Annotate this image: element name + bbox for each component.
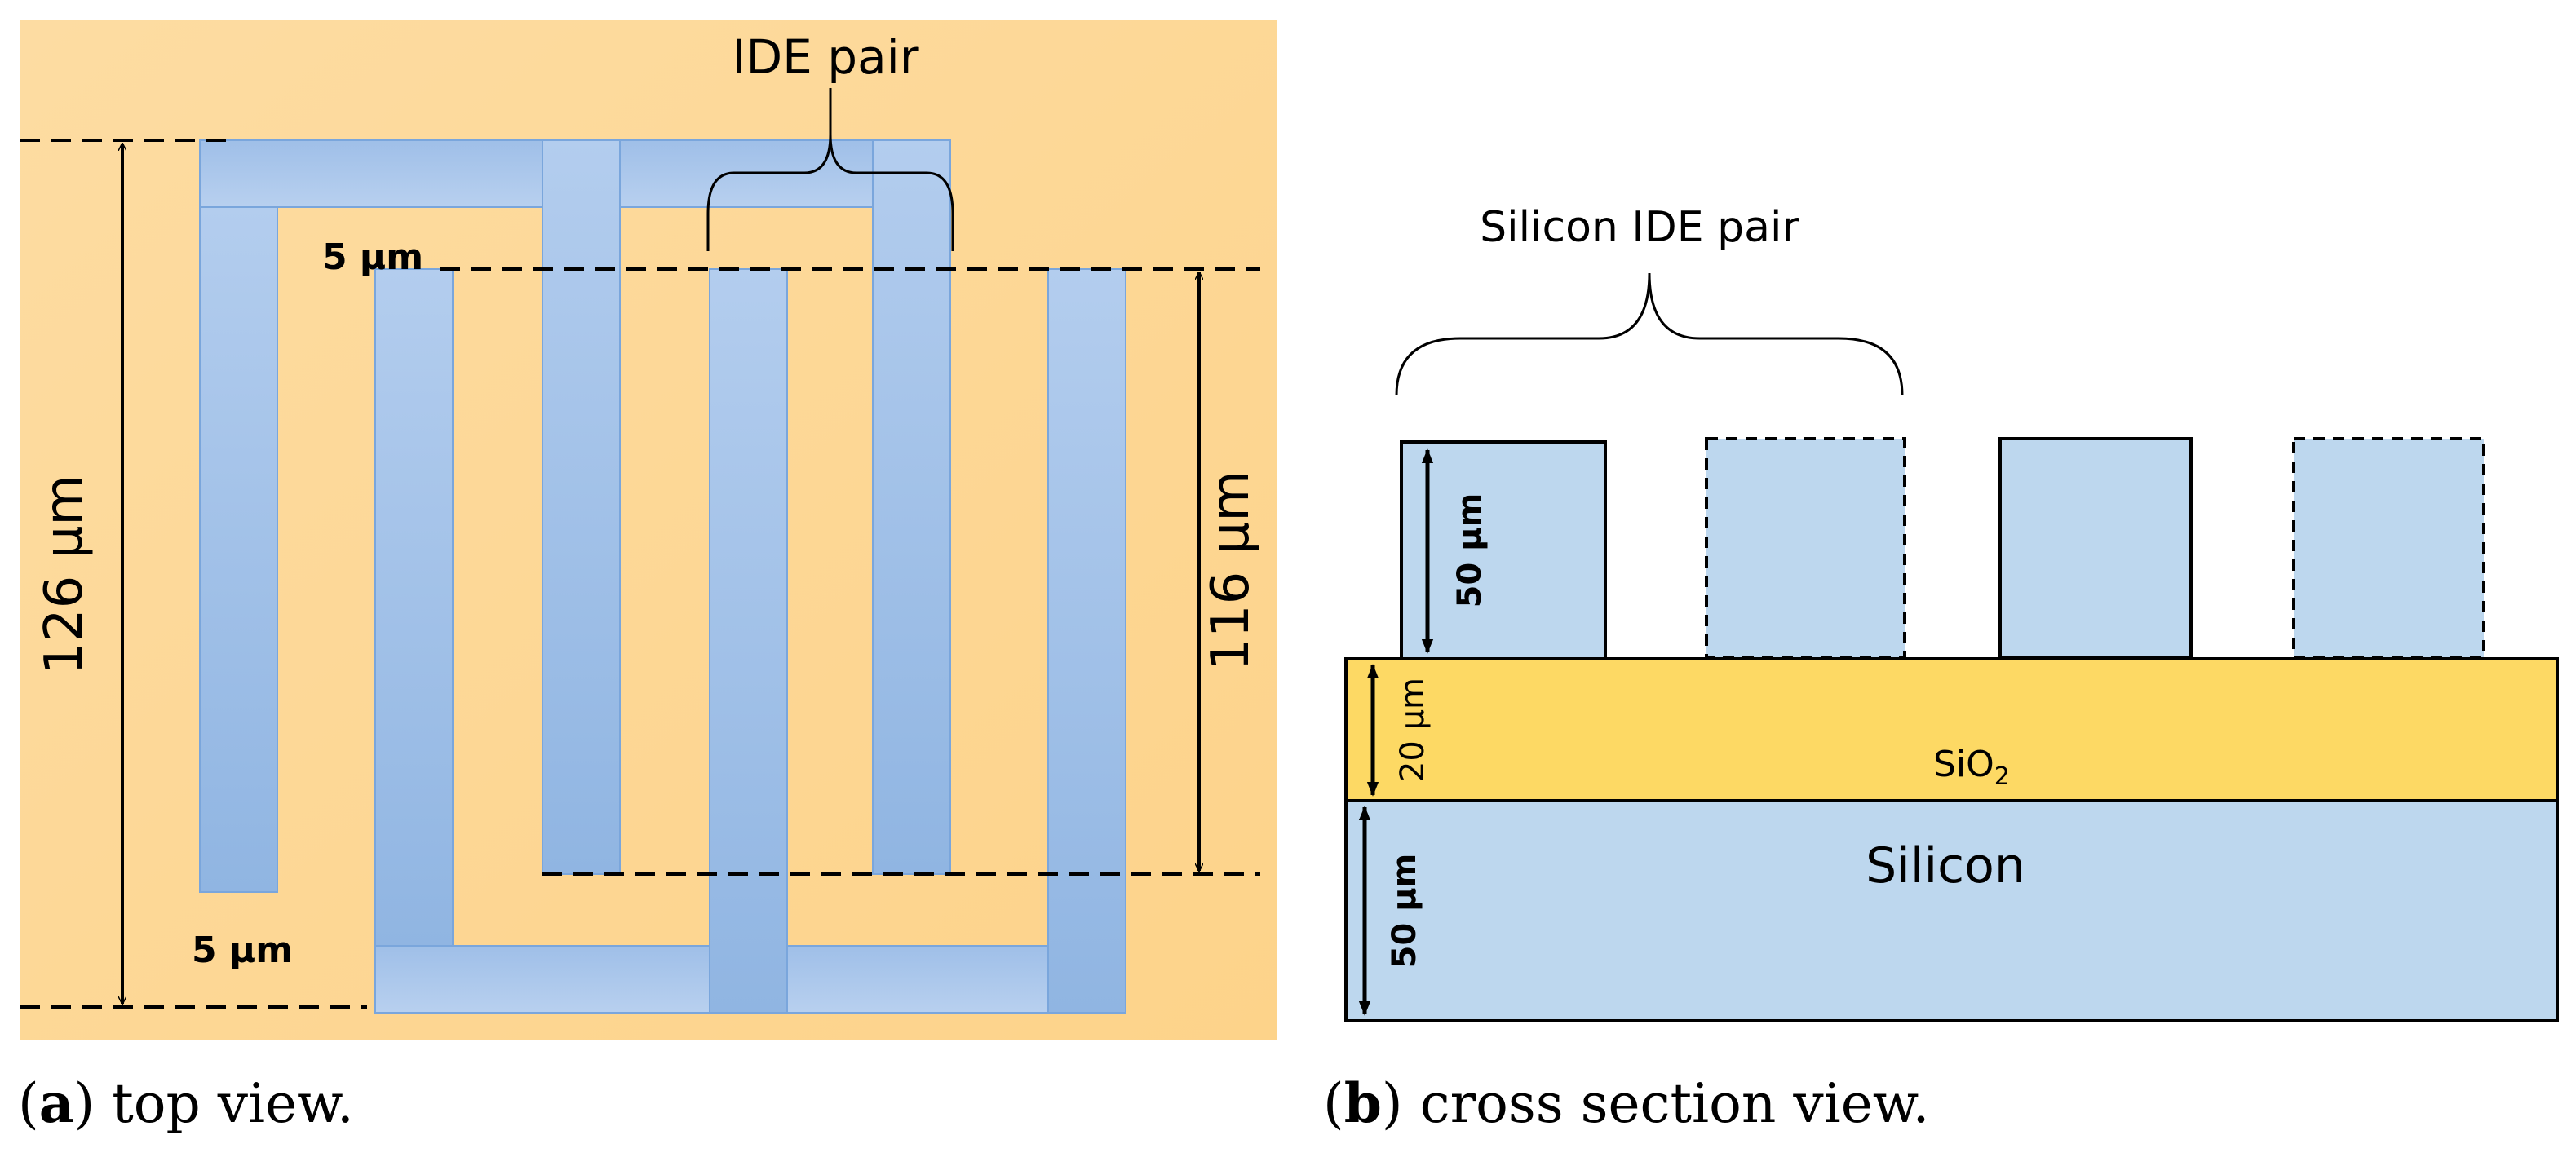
oxide-label-subscript: 2	[1994, 762, 2010, 791]
oxide-label-text: SiO	[1933, 744, 1994, 785]
panel-b-cross-section: Silicon SiO2 50 µm 20 µm 50 µm Silicon I…	[1344, 203, 2559, 1022]
right-comb-finger	[1047, 268, 1126, 1014]
oxide-thickness-label: 20 µm	[1394, 678, 1432, 782]
reference-lines	[20, 139, 1260, 1009]
caption-b-text: cross section view.	[1403, 1072, 1930, 1135]
substrate-thickness-dimension: 50 µm	[1358, 806, 1423, 1016]
ide-pair-label: IDE pair	[732, 29, 918, 85]
gap-label-top: 5 µm	[322, 236, 423, 278]
left-comb-electrode	[199, 139, 951, 893]
right-comb-finger	[374, 268, 454, 947]
silicon-label: Silicon	[1866, 837, 2025, 894]
caption-a-text: top view.	[95, 1072, 354, 1135]
dimension-116-label: 116 µm	[1201, 470, 1261, 671]
caption-b: (b) cross section view.	[1323, 1071, 1929, 1135]
dimension-126-label: 126 µm	[34, 475, 95, 675]
silicon-finger-solid	[1998, 437, 2193, 659]
right-comb-finger	[709, 268, 788, 1014]
finger-height-dimension: 50 µm	[1421, 448, 1489, 654]
left-comb-finger	[199, 206, 278, 893]
oxide-layer	[1344, 657, 2559, 802]
silicon-ide-pair-brace: Silicon IDE pair	[1395, 203, 1904, 396]
silicon-ide-pair-label: Silicon IDE pair	[1480, 203, 1799, 252]
ide-pair-brace: IDE pair	[706, 29, 954, 251]
left-comb-finger	[542, 139, 621, 875]
finger-height-label: 50 µm	[1451, 493, 1489, 608]
caption-a-letter: a	[39, 1071, 74, 1135]
substrate-thickness-label: 50 µm	[1386, 854, 1423, 969]
oxide-thickness-dimension: 20 µm	[1366, 664, 1432, 797]
silicon-finger-solid	[1400, 440, 1607, 660]
left-comb-finger	[872, 139, 951, 875]
caption-b-letter: b	[1344, 1071, 1382, 1135]
caption-a: (a) top view.	[18, 1071, 354, 1135]
silicon-ide-pair-brace-shape	[1395, 272, 1904, 396]
ide-pair-brace-shape	[706, 88, 954, 251]
dimension-126: 126 µm	[34, 144, 122, 1004]
silicon-finger-dashed	[2292, 437, 2485, 659]
right-comb-electrode	[374, 268, 1126, 1014]
silicon-substrate	[1344, 799, 2559, 1022]
silicon-finger-dashed	[1705, 437, 1906, 659]
oxide-label: SiO2	[1933, 744, 2010, 791]
gap-label-bottom: 5 µm	[192, 930, 293, 971]
dimension-116: 116 µm	[1199, 272, 1261, 871]
panel-a-top-view: 126 µm 116 µm 5 µm 5 µm IDE pair	[20, 20, 1277, 1040]
